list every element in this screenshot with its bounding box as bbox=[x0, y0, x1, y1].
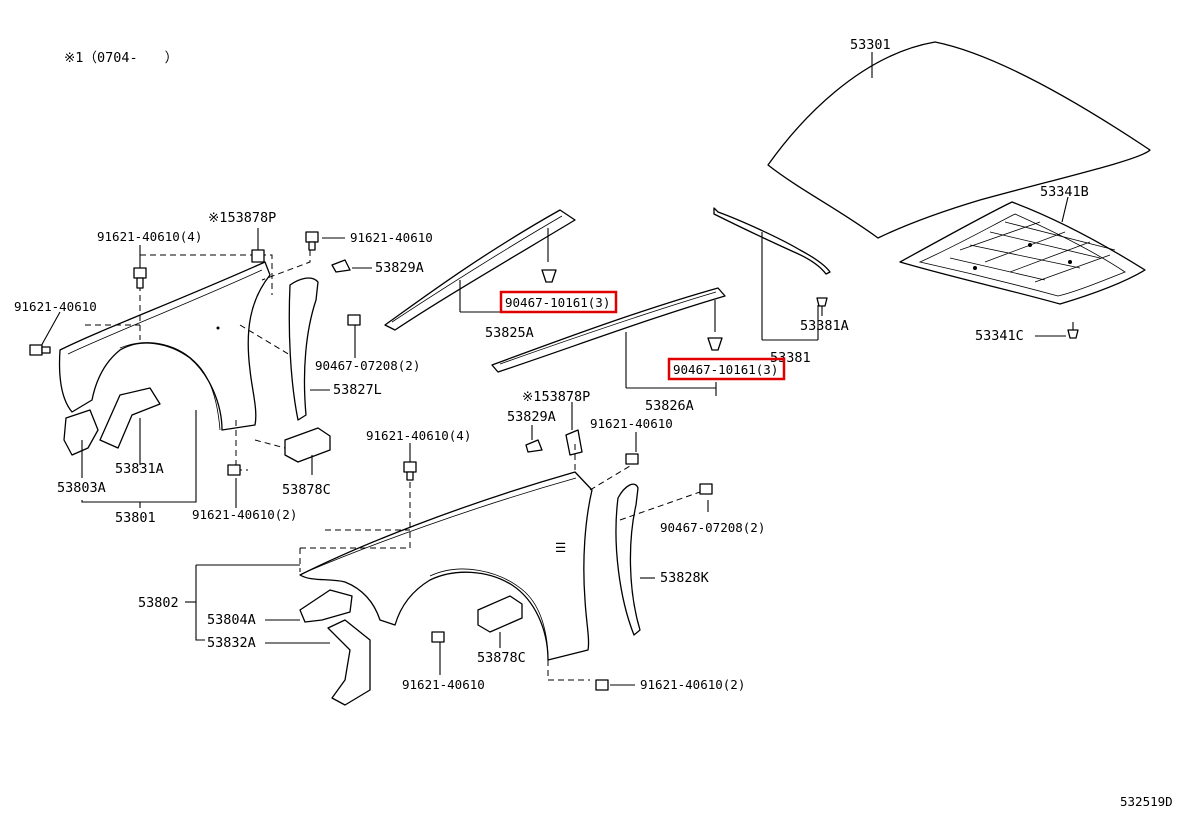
label-cushion-1: ※153878P bbox=[208, 210, 276, 226]
liner-lh bbox=[615, 483, 641, 636]
bolt-icon bbox=[347, 314, 361, 326]
bolt-icon bbox=[29, 344, 51, 356]
seal-clip bbox=[816, 297, 828, 316]
label-fender-rh: 53801 bbox=[115, 510, 156, 526]
cushion-lh bbox=[565, 429, 583, 456]
label-bracket-front-1: 53803A bbox=[57, 480, 106, 496]
label-insulator-clip: 53341C bbox=[975, 328, 1024, 344]
label-seal-lh: 53826A bbox=[645, 398, 694, 414]
fender-lh: ☰ bbox=[299, 471, 593, 661]
label-bolt-left: 91621-40610 bbox=[14, 299, 97, 314]
bolt-icon bbox=[133, 267, 147, 289]
label-hood-seal: 53381 bbox=[770, 350, 811, 366]
label-bracket-lower-2: 53832A bbox=[207, 635, 256, 651]
hood-seal bbox=[713, 207, 831, 341]
label-hood-insulator: 53341B bbox=[1040, 184, 1089, 200]
fender-lh-bracket-front bbox=[299, 589, 353, 623]
seal-lower bbox=[491, 287, 726, 396]
pad-rh bbox=[284, 427, 331, 463]
label-fender-lh: 53802 bbox=[138, 595, 179, 611]
label-bracket-front-2: 53804A bbox=[207, 612, 256, 628]
bracket-rh-top bbox=[331, 259, 351, 273]
bolt-icon bbox=[625, 453, 639, 465]
liner-rh bbox=[288, 277, 319, 421]
label-bolt-bottom-right: 91621-40610(2) bbox=[640, 677, 745, 692]
label-pad-1: 53878C bbox=[282, 482, 331, 498]
drawing-number: 532519D bbox=[1120, 794, 1173, 809]
label-clip-screw-1: 90467-07208(2) bbox=[315, 358, 420, 373]
label-bolt-mid-4: 91621-40610(4) bbox=[366, 428, 471, 443]
label-bracket-lower-1: 53831A bbox=[115, 461, 164, 477]
bolt-icon bbox=[699, 483, 713, 495]
label-clip-highlight-2: 90467-10161(3) bbox=[673, 362, 778, 377]
label-seal-clip: 53381A bbox=[800, 318, 849, 334]
label-clip-screw-2: 90467-07208(2) bbox=[660, 520, 765, 535]
label-clip-highlight-1: 90467-10161(3) bbox=[505, 295, 610, 310]
label-bolt-bottom-center: 91621-40610 bbox=[402, 677, 485, 692]
fender-rh-bracket-lower bbox=[99, 387, 161, 449]
label-bolt-bottom-left: 91621-40610(2) bbox=[192, 507, 297, 522]
label-liner-1: 53827L bbox=[333, 382, 382, 398]
label-bolt-top-mid: 91621-40610 bbox=[350, 230, 433, 245]
cushion-icon bbox=[251, 249, 265, 263]
label-bracket-2: 53829A bbox=[507, 409, 556, 425]
pad-lh bbox=[477, 595, 523, 633]
fender-rh bbox=[58, 261, 271, 431]
label-bolt-mid-right: 91621-40610 bbox=[590, 416, 673, 431]
bolt-icon bbox=[227, 464, 241, 476]
bolt-icon bbox=[403, 461, 417, 481]
label-seal-rh: 53825A bbox=[485, 325, 534, 341]
fender-lh-bracket-lower bbox=[327, 619, 371, 706]
label-cushion-2: ※153878P bbox=[522, 389, 590, 405]
highlight-box-1 bbox=[499, 290, 618, 314]
bolt-icon bbox=[595, 679, 609, 691]
label-hood: 53301 bbox=[850, 37, 891, 53]
fender-rh-bracket-front bbox=[63, 409, 99, 456]
highlight-box-2 bbox=[667, 357, 786, 381]
seal-upper bbox=[384, 209, 576, 331]
note-label: ※1（0704- ） bbox=[64, 50, 178, 66]
hood-panel bbox=[767, 41, 1151, 239]
bracket-lh-top bbox=[525, 439, 543, 453]
bolt-icon bbox=[305, 231, 319, 251]
fender-mark: ☰ bbox=[555, 540, 566, 555]
insulator-clip bbox=[1035, 322, 1079, 339]
hood-insulator bbox=[899, 196, 1146, 305]
label-pad-2: 53878C bbox=[477, 650, 526, 666]
label-liner-2: 53828K bbox=[660, 570, 710, 586]
label-bolt-top-left: 91621-40610(4) bbox=[97, 229, 202, 244]
bolt-icon bbox=[431, 631, 445, 643]
label-bracket-1: 53829A bbox=[375, 260, 424, 276]
